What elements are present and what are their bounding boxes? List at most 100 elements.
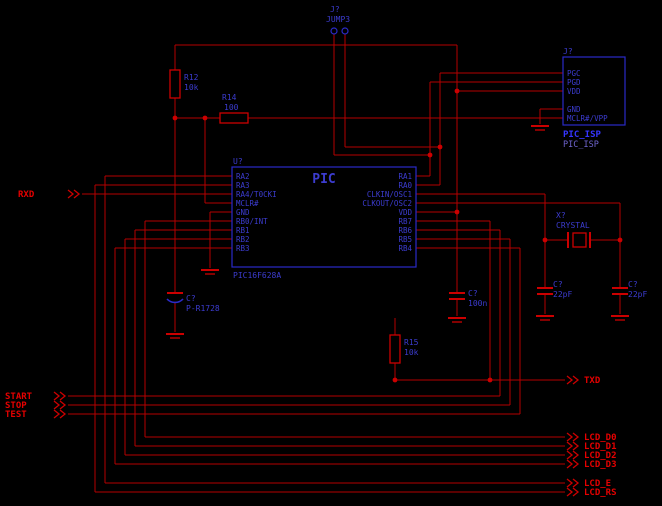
- c-osc1-value: 22pF: [553, 290, 572, 299]
- pin-label: VDD: [567, 87, 581, 96]
- net-lcd-e[interactable]: [104, 175, 565, 484]
- port-stop[interactable]: STOP: [5, 400, 67, 411]
- port-lcd-e[interactable]: LCD_E: [566, 478, 611, 489]
- isp-ref: J?: [563, 47, 573, 56]
- isp-name: PIC_ISP: [563, 130, 602, 140]
- resistor-r14[interactable]: R14 100: [219, 93, 249, 124]
- port-label-rxd: RXD: [18, 190, 35, 200]
- port-label-stop: STOP: [5, 401, 27, 411]
- port-test[interactable]: TEST: [5, 409, 67, 420]
- net-start[interactable]: [68, 229, 501, 397]
- ground-symbols[interactable]: [166, 125, 629, 339]
- jumper-ref: J?: [330, 5, 340, 14]
- r14-ref: R14: [222, 93, 237, 102]
- net-osc2[interactable]: [416, 202, 621, 314]
- port-arrow-icon: [566, 375, 580, 385]
- net-isp-gnd[interactable]: [539, 108, 563, 124]
- crystal[interactable]: X? CRYSTAL: [556, 211, 591, 248]
- pin-label: CLKOUT/OSC2: [362, 199, 412, 208]
- ground-icon: [166, 333, 184, 339]
- net-lcd-d3[interactable]: [114, 247, 565, 465]
- r15-ref: R15: [404, 338, 419, 347]
- ground-icon: [201, 269, 219, 275]
- c-reset-value: P-R1728: [186, 304, 220, 313]
- port-arrow-icon: [566, 487, 580, 497]
- ground-icon: [531, 125, 549, 131]
- port-arrow-icon: [566, 478, 580, 488]
- isp-connector[interactable]: J? PGC PGD VDD GND MCLR#/VPP PIC_ISP PIC…: [562, 47, 626, 150]
- net-vdd[interactable]: [174, 44, 563, 316]
- port-arrow-icon: [67, 189, 81, 199]
- capacitor-osc1[interactable]: C? 22pF: [537, 280, 572, 299]
- port-arrow-icon: [53, 400, 67, 410]
- pin-label: RB2: [236, 235, 250, 244]
- pin-label: RA2: [236, 172, 250, 181]
- pic-chip[interactable]: U? PIC PIC16F628A RA2 RA3 RA4/T0CKI MCLR…: [231, 157, 417, 280]
- port-lcd-d3[interactable]: LCD_D3: [566, 459, 617, 470]
- port-lcd-d0[interactable]: LCD_D0: [566, 432, 617, 443]
- pin-label: RB0/INT: [236, 217, 268, 226]
- net-mclr[interactable]: [174, 98, 563, 332]
- port-label-start: START: [5, 392, 33, 402]
- pin-label: CLKIN/OSC1: [367, 190, 412, 199]
- port-start[interactable]: START: [5, 391, 67, 402]
- resistor-r15[interactable]: R15 10k: [389, 334, 419, 364]
- net-lcd-d2[interactable]: [124, 238, 565, 456]
- jumper-pin[interactable]: [330, 27, 338, 35]
- isp-value: PIC_ISP: [563, 140, 599, 150]
- jumper-value: JUMP3: [326, 15, 350, 24]
- pin-label: PGC: [567, 69, 581, 78]
- capacitor-osc2[interactable]: C? 22pF: [612, 280, 647, 299]
- capacitor-reset[interactable]: C? P-R1728: [166, 292, 220, 313]
- port-arrow-icon: [53, 391, 67, 401]
- capacitor-decoupling[interactable]: C? 100n: [449, 289, 487, 308]
- pin-label: RA1: [398, 172, 412, 181]
- port-arrow-icon: [566, 459, 580, 469]
- pin-label: RB3: [236, 244, 250, 253]
- pin-label: RB6: [398, 226, 412, 235]
- port-label-lcd-rs: LCD_RS: [584, 488, 617, 498]
- port-lcd-d1[interactable]: LCD_D1: [566, 441, 617, 452]
- pin-label: MCLR#: [236, 199, 259, 208]
- r15-value: 10k: [404, 348, 419, 357]
- pic-title: PIC: [312, 172, 335, 187]
- port-label-lcd-e: LCD_E: [584, 479, 611, 489]
- net-pgc[interactable]: [344, 34, 563, 186]
- c-reset-ref: C?: [186, 294, 196, 303]
- net-lcd-rs[interactable]: [94, 184, 565, 493]
- r12-ref: R12: [184, 73, 199, 82]
- net-pgd[interactable]: [333, 34, 563, 177]
- pin-label: RB1: [236, 226, 250, 235]
- pic-left-pin-labels: RA2 RA3 RA4/T0CKI MCLR# GND RB0/INT RB1 …: [236, 172, 277, 253]
- port-label-txd: TXD: [584, 376, 601, 386]
- pin-label: RB5: [398, 235, 412, 244]
- net-lcd-d1[interactable]: [134, 229, 565, 447]
- junction-dots: [172, 88, 623, 383]
- port-lcd-rs[interactable]: LCD_RS: [566, 487, 617, 498]
- pin-label: RB4: [398, 244, 412, 253]
- port-label-lcd-d1: LCD_D1: [584, 442, 617, 452]
- port-lcd-d2[interactable]: LCD_D2: [566, 450, 617, 461]
- c-dec-ref: C?: [468, 289, 478, 298]
- pin-label: PGD: [567, 78, 581, 87]
- port-label-lcd-d2: LCD_D2: [584, 451, 617, 461]
- pic-right-pin-labels: RA1 RA0 CLKIN/OSC1 CLKOUT/OSC2 VDD RB7 R…: [362, 172, 412, 253]
- port-arrow-icon: [53, 409, 67, 419]
- polarized-plate-icon: [166, 298, 184, 304]
- jumper-jump3[interactable]: J? JUMP3: [326, 5, 350, 35]
- ground-icon: [611, 315, 629, 321]
- ground-icon: [448, 317, 466, 323]
- net-chip-gnd[interactable]: [209, 211, 232, 268]
- port-rxd[interactable]: RXD: [18, 189, 81, 200]
- net-test[interactable]: [68, 247, 521, 415]
- net-stop[interactable]: [68, 238, 511, 406]
- port-txd[interactable]: TXD: [566, 375, 601, 386]
- port-arrow-icon: [566, 450, 580, 460]
- resistor-r12[interactable]: R12 10k: [169, 69, 199, 99]
- r12-value: 10k: [184, 83, 199, 92]
- jumper-pin[interactable]: [341, 27, 349, 35]
- net-lcd-d0[interactable]: [144, 220, 565, 438]
